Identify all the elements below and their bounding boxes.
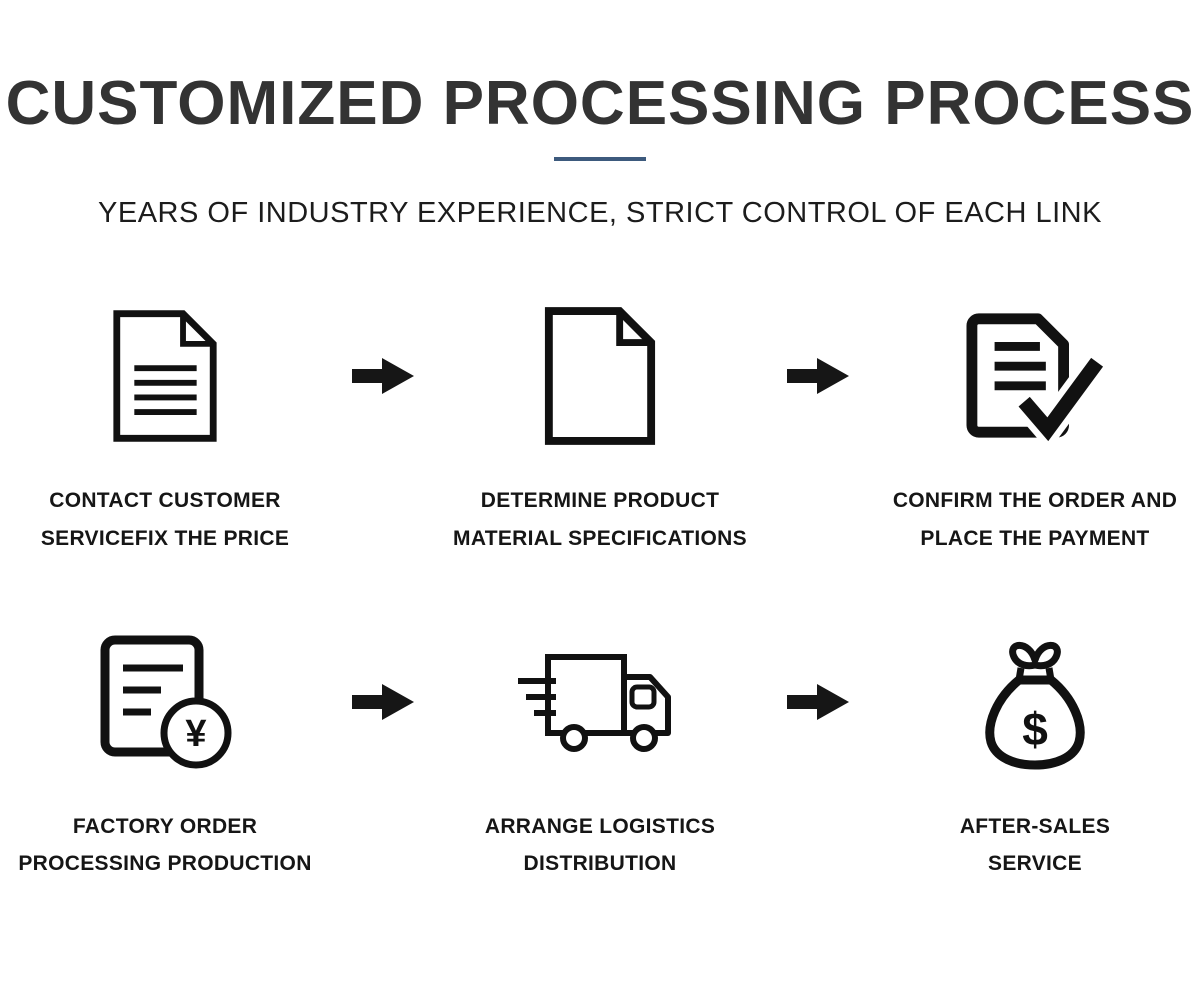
arrow-icon <box>330 296 435 456</box>
step-label-line: CONTACT CUSTOMER <box>49 489 281 512</box>
arrow-icon <box>330 622 435 782</box>
step-label: ARRANGE LOGISTICS DISTRIBUTION <box>435 808 765 884</box>
step-label-line: FACTORY ORDER <box>72 814 258 838</box>
arrow-icon <box>765 296 870 456</box>
step-label-line: SERVICEFIX THE PRICE <box>40 526 290 550</box>
dollar-symbol: $ <box>1022 703 1048 755</box>
yen-symbol: ¥ <box>185 713 206 755</box>
flow-step-after-sales: $ AFTER-SALES SERVICE <box>870 622 1200 884</box>
step-label-line: DISTRIBUTION <box>523 852 677 876</box>
step-label-line: AFTER-SALES <box>959 814 1111 838</box>
arrow-icon <box>765 622 870 782</box>
step-label-line: DETERMINE PRODUCT <box>480 489 720 512</box>
step-label-line: SERVICE <box>988 852 1082 876</box>
flow-step-contact-customer: CONTACT CUSTOMER SERVICEFIX THE PRICE <box>0 296 330 558</box>
flow-row-1: CONTACT CUSTOMER SERVICEFIX THE PRICE <box>0 296 1200 558</box>
step-label-line: PROCESSING PRODUCTION <box>18 852 312 876</box>
step-label-line: ARRANGE LOGISTICS <box>484 814 716 838</box>
money-bag-icon: $ <box>870 622 1200 782</box>
step-label: AFTER-SALES SERVICE <box>870 808 1200 884</box>
invoice-currency-icon: ¥ <box>0 622 330 782</box>
flow-row-2: ¥ FACTORY ORDER PROCESSING PRODUCTION <box>0 622 1200 884</box>
flow-step-determine-product: DETERMINE PRODUCT MATERIAL SPECIFICATION… <box>435 296 765 558</box>
page-title: CUSTOMIZED PROCESSING PROCESS <box>5 69 1195 138</box>
title-divider <box>554 157 646 161</box>
blank-document-icon <box>435 296 765 456</box>
step-label: CONFIRM THE ORDER AND PLACE THE PAYMENT <box>870 482 1200 558</box>
flow-step-factory-order: ¥ FACTORY ORDER PROCESSING PRODUCTION <box>0 622 330 884</box>
page-subtitle: YEARS OF INDUSTRY EXPERIENCE, STRICT CON… <box>98 197 1102 229</box>
step-label: CONTACT CUSTOMER SERVICEFIX THE PRICE <box>0 482 330 558</box>
flow-step-arrange-logistics: ARRANGE LOGISTICS DISTRIBUTION <box>435 622 765 884</box>
step-label-line: CONFIRM THE ORDER AND <box>892 489 1178 512</box>
order-confirmed-check-icon <box>870 296 1200 456</box>
flow-step-confirm-order: CONFIRM THE ORDER AND PLACE THE PAYMENT <box>870 296 1200 558</box>
header: CUSTOMIZED PROCESSING PROCESS YEARS OF I… <box>0 0 1200 230</box>
process-flow: CONTACT CUSTOMER SERVICEFIX THE PRICE <box>0 296 1200 883</box>
delivery-truck-icon <box>435 622 765 782</box>
step-label: DETERMINE PRODUCT MATERIAL SPECIFICATION… <box>435 482 765 558</box>
step-label-line: PLACE THE PAYMENT <box>920 526 1150 550</box>
contract-document-icon <box>0 296 330 456</box>
step-label-line: MATERIAL SPECIFICATIONS <box>453 526 747 550</box>
step-label: FACTORY ORDER PROCESSING PRODUCTION <box>0 808 330 884</box>
